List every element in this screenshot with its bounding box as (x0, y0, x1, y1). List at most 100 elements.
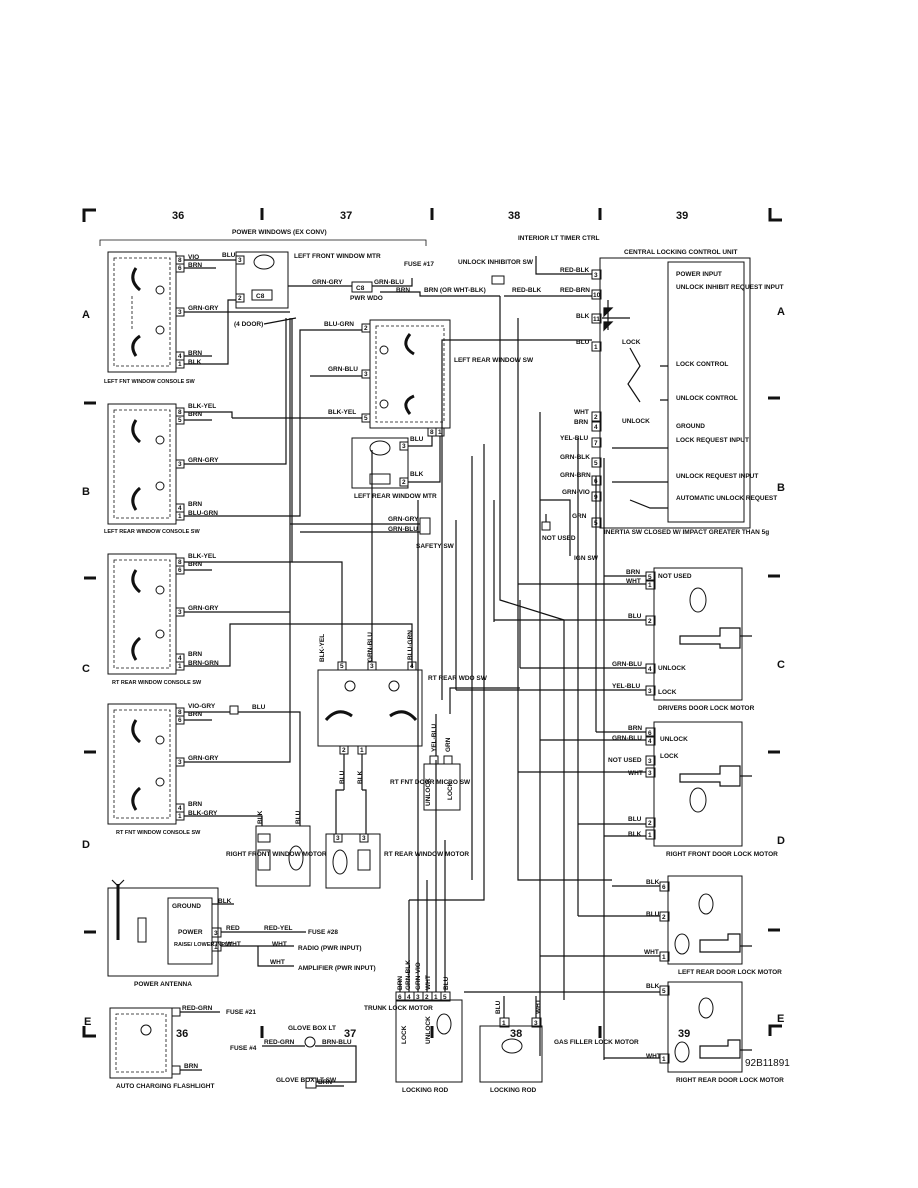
flashlight-label: AUTO CHARGING FLASHLIGHT (116, 1083, 214, 1090)
svg-text:3: 3 (648, 688, 652, 695)
ccu-brn: BRN (574, 419, 588, 426)
svg-text:4: 4 (407, 994, 411, 1001)
glove-box-lt-label: GLOVE BOX LT (288, 1025, 336, 1032)
left-rear-window-console-label: LEFT REAR WINDOW CONSOLE SW (104, 529, 200, 535)
svg-text:3: 3 (594, 272, 598, 279)
svg-text:1: 1 (214, 944, 218, 951)
svg-text:3: 3 (214, 930, 218, 937)
ccu-lock: LOCK (622, 339, 641, 346)
glove-brn-blu: BRN-BLU (322, 1039, 352, 1046)
fuse17-label: FUSE #17 (404, 261, 434, 268)
right-rear-door-lock-label: RIGHT REAR DOOR LOCK MOTOR (676, 1077, 784, 1084)
svg-text:3: 3 (178, 759, 182, 766)
svg-text:4: 4 (410, 663, 414, 670)
col-label-38-bottom: 38 (510, 1028, 522, 1040)
blu-rfm: BLU (295, 810, 302, 824)
grn-blu-fuse: GRN-BLU (374, 279, 404, 286)
svg-text:6: 6 (178, 717, 182, 724)
rt-rear-wdo-sw-label: RT REAR WDO SW (428, 675, 488, 682)
col-label-37-bottom: 37 (344, 1028, 356, 1040)
drv-unlock: UNLOCK (658, 665, 686, 672)
ccu-title: CENTRAL LOCKING CONTROL UNIT (624, 249, 738, 256)
svg-text:6: 6 (648, 730, 652, 737)
svg-text:4: 4 (648, 738, 652, 745)
drv-wht: WHT (626, 578, 641, 585)
brn-rrc2: BRN (188, 651, 202, 658)
grn-gry-rfc: GRN-GRY (188, 755, 219, 762)
trunk-lock-label: TRUNK LOCK MOTOR (364, 1005, 433, 1012)
row-label-b-left: B (82, 486, 90, 498)
rrd-blk: BLK (646, 983, 660, 990)
svg-text:3: 3 (648, 770, 652, 777)
lrd-wht: WHT (644, 949, 659, 956)
antenna-wht3: WHT (270, 959, 285, 966)
rt-rear-window-console-label: RT REAR WINDOW CONSOLE SW (112, 680, 202, 686)
gas-locking-rod: LOCKING ROD (490, 1087, 537, 1094)
rt-fnt-door-micro-sw (423, 755, 461, 811)
drivers-door-lock-label: DRIVERS DOOR LOCK MOTOR (658, 705, 755, 712)
brn-grn-rrc: BRN-GRN (188, 660, 219, 667)
col-label-36-bottom: 36 (176, 1028, 188, 1040)
svg-text:3: 3 (336, 835, 340, 842)
micro-unlock: UNLOCK (425, 778, 432, 806)
right-front-window-motor (255, 825, 311, 887)
rfd-wht: WHT (628, 770, 643, 777)
svg-text:5: 5 (364, 415, 368, 422)
svg-text:11: 11 (593, 316, 600, 323)
svg-text:1: 1 (662, 954, 666, 961)
vio-gry-rfc: VIO-GRY (188, 703, 216, 710)
ccu-auto-unlock: AUTOMATIC UNLOCK REQUEST (676, 495, 777, 502)
grn-micro: GRN (445, 737, 452, 752)
blk-yel-rrc: BLK-YEL (188, 553, 216, 560)
wire-grn-gry-lf: GRN-GRY (188, 305, 219, 312)
ccu-inertia: INERTIA SW CLOSED W/ IMPACT GREATER THAN… (604, 529, 769, 536)
brn-rrc1: BRN (188, 561, 202, 568)
svg-text:4: 4 (178, 505, 182, 512)
blu-rfc: BLU (252, 704, 266, 711)
svg-text:5: 5 (648, 574, 652, 581)
svg-text:2: 2 (342, 747, 346, 754)
svg-text:3: 3 (362, 835, 366, 842)
ccu-unlock: UNLOCK (622, 418, 650, 425)
ccu-unlock-request: UNLOCK REQUEST INPUT (676, 473, 758, 480)
svg-text:5: 5 (443, 994, 447, 1001)
svg-text:3: 3 (534, 1020, 538, 1027)
brn-rfc2: BRN (188, 801, 202, 808)
blu-grn-lr: BLU-GRN (324, 321, 354, 328)
row-label-a-right: A (777, 306, 785, 318)
brn-lrc2: BRN (188, 501, 202, 508)
drv-yel-blu: YEL-BLU (612, 683, 640, 690)
ccu-power-input: POWER INPUT (676, 271, 722, 278)
svg-text:4: 4 (178, 353, 182, 360)
col-label-36-top: 36 (172, 210, 184, 222)
rt-rear-window-motor: 3 3 (325, 833, 381, 889)
drv-brn: BRN (626, 569, 640, 576)
rfd-brn: BRN (628, 725, 642, 732)
power-antenna: 3 1 (107, 879, 222, 977)
brn-fuse: BRN (396, 287, 410, 294)
ccu-grn-brn: GRN-BRN (560, 472, 591, 479)
ccu-lock-request: LOCK REQUEST INPUT (676, 437, 749, 444)
left-rear-window-sw: 2 3 5 8 1 (361, 319, 451, 437)
svg-text:6: 6 (662, 884, 666, 891)
ccu-box (599, 257, 751, 529)
figure-id: 92B11891 (745, 1058, 790, 1069)
svg-text:3: 3 (238, 257, 242, 264)
ccu-wht: WHT (574, 409, 589, 416)
blu-lrm: BLU (410, 436, 424, 443)
svg-text:5: 5 (178, 417, 182, 424)
lrd-blk: BLK (646, 879, 660, 886)
svg-text:7: 7 (594, 440, 598, 447)
antenna-wht2: WHT (272, 941, 287, 948)
antenna-blk: BLK (218, 898, 232, 905)
row-label-d-right: D (777, 835, 785, 847)
row-label-c-left: C (82, 663, 90, 675)
safety-sw-label: SAFETY SW (416, 543, 455, 550)
left-rear-window-mtr: 3 2 (351, 437, 409, 489)
row-label-d-left: D (82, 839, 90, 851)
rfd-unlock: UNLOCK (660, 736, 688, 743)
svg-text:5: 5 (594, 460, 598, 467)
power-antenna-label: POWER ANTENNA (134, 981, 192, 988)
ccu-lock-control: LOCK CONTROL (676, 361, 728, 368)
blk-rrm: BLK (357, 770, 364, 784)
